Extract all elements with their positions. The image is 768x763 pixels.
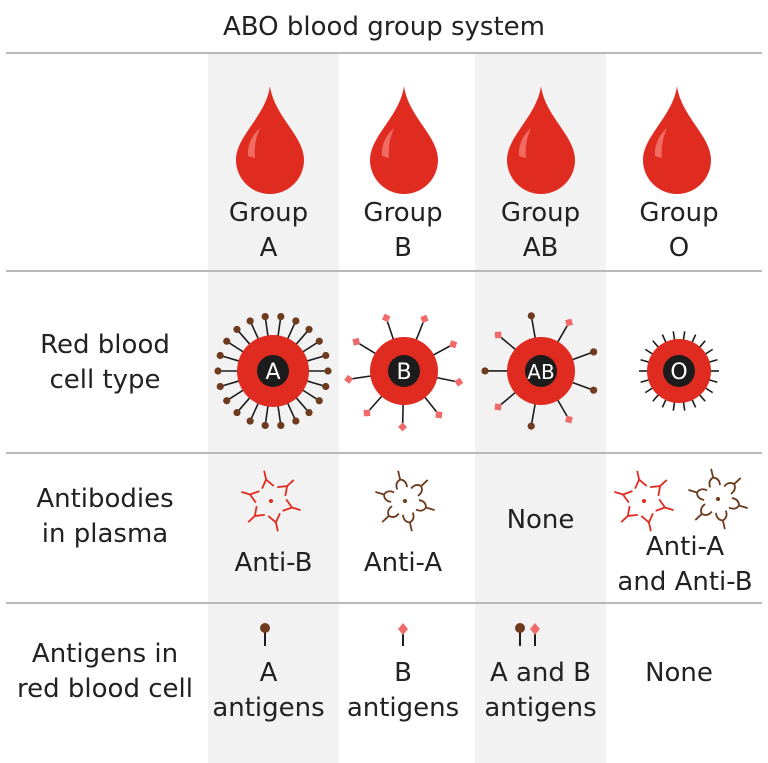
divider-after-groups (6, 270, 762, 272)
svg-text:B: B (396, 360, 411, 385)
divider-after-cell-type (6, 452, 762, 454)
antigen-b-icon (398, 623, 408, 646)
blood-drop-icon (370, 86, 438, 194)
red-blood-cell-o-icon: O (639, 331, 719, 411)
divider-top (6, 52, 762, 54)
blood-drop-icon (643, 86, 711, 194)
antibody-label-ab: None (506, 505, 575, 535)
antibody-anti-b-icon (614, 470, 674, 532)
antigen-a-icon (260, 623, 270, 646)
svg-text:AB: AB (527, 360, 554, 384)
red-blood-cell-ab-icon: AB (481, 312, 598, 430)
blood-drop-icon (507, 86, 575, 194)
antibody-anti-a-icon (688, 468, 748, 530)
antibody-anti-a-icon (375, 470, 435, 532)
antigen-label-o: None (645, 658, 713, 688)
antigen-a-icon (515, 623, 525, 646)
page-title: ABO blood group system (223, 12, 545, 42)
antibody-anti-b-icon (241, 470, 301, 532)
divider-after-antibodies (6, 602, 762, 604)
blood-drop-icon (236, 86, 304, 194)
antigen-b-icon (530, 623, 540, 646)
red-blood-cell-a-icon: A (214, 312, 332, 430)
svg-text:A: A (265, 360, 280, 385)
red-blood-cell-b-icon: B (344, 313, 464, 432)
antibody-label-a: Anti-B (234, 548, 313, 578)
svg-text:O: O (670, 360, 687, 385)
antibody-label-b: Anti-A (363, 548, 443, 578)
